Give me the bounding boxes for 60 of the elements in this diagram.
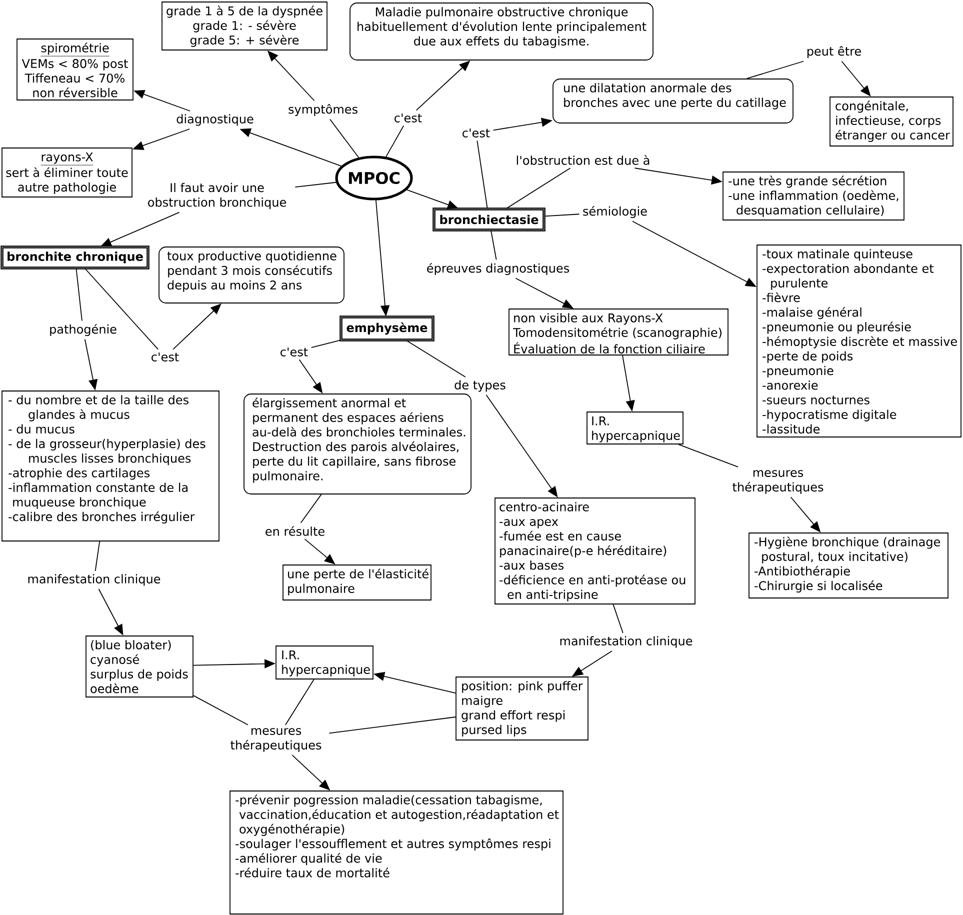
concept-box: bronchite chronique xyxy=(0,246,150,270)
connector-line xyxy=(84,268,159,350)
connector-line xyxy=(330,118,360,158)
connector-line xyxy=(490,230,497,260)
linking-phrase: c'est xyxy=(462,128,490,138)
linking-phrase: c'est xyxy=(152,352,179,362)
linking-phrase: manifestation clinique xyxy=(560,636,692,648)
concept-box: I.R. hypercapnique xyxy=(586,412,684,444)
concept-box: non visible aux Rayons-X Tomodensitométrie (scanographie) Évaluation de la fonction ciliaire xyxy=(508,308,728,356)
concept-box: -une très grande sécrétion -une inflammation (oedème, desquamation cellulaire) xyxy=(722,172,904,220)
concept-box: position: pink puffer maigre grand effort respi pursed lips xyxy=(456,676,588,740)
concept-box: -Hygiène bronchique (drainage postural, toux incitative) -Antibiothérapie -Chirurgie si localisée xyxy=(748,532,948,598)
concept-box: rayons-X sert à éliminer toute autre pathologie xyxy=(2,148,132,198)
concept-box: - du nombre et de la taille des glandes à mucus - du mucus - de la grosseur(hyperplasie) des muscles lisses bronchiques -atrophie des cartilages -inflammation constante de la muqueuse bronchique -calibre des bronches irrégulier xyxy=(2,390,220,542)
concept-box: -prévenir pogression maladie(cessation tabagisme, vaccination,éducation et autogestion,réadaptation et oxygénothérapie) -soulager l'essoufflement et autres symptômes respi -améliorer qualité de vie -réduire taux de mortalité xyxy=(230,790,564,914)
concept-box: congénitale, infectieuse, corps étranger ou cancer xyxy=(830,96,954,146)
concept-box: bronchiectasie xyxy=(432,208,546,232)
linking-phrase: manifestation clinique xyxy=(28,574,160,586)
connector-line xyxy=(294,182,336,188)
linking-phrase: mesures thérapeutiques xyxy=(732,470,824,494)
concept-box: une perte de l'élasticité pulmonaire xyxy=(282,564,432,600)
connector-line xyxy=(746,60,804,79)
concept-box: I.R. hypercapnique xyxy=(276,646,374,680)
linking-phrase: sémiologie xyxy=(583,206,647,218)
connector-line xyxy=(612,604,624,634)
connector-line xyxy=(406,340,466,378)
concept-box: -toux matinale quinteuse -expectoration abondante et purulente -fièvre -malaise général -pneumonie ou pleurésie -hémoptysie discrète et massive -perte de poids -pneumonie -anorexie -sueurs nocturnes -hypocratisme digitale -lassitude xyxy=(756,244,962,438)
rounded-concept-box: Maladie pulmonaire obstructive chronique habituellement d'évolution lente principalement due aux effets du tabagisme. xyxy=(350,2,654,60)
linking-phrase: de types xyxy=(454,380,506,392)
rounded-concept-box: toux productive quotidienne pendant 3 mois consécutifs depuis au moins 2 ans xyxy=(158,246,344,304)
linking-phrase: épreuves diagnostiques xyxy=(427,262,570,276)
connector-line xyxy=(94,541,100,572)
connector-line xyxy=(310,340,341,348)
connector-line xyxy=(506,168,571,209)
concept-box: emphysème xyxy=(340,316,434,342)
linking-phrase: pathogénie xyxy=(50,324,116,336)
connector-line xyxy=(285,679,314,726)
linking-phrase: en résulte xyxy=(266,526,324,536)
connector-line xyxy=(678,444,738,468)
linking-phrase: c'est xyxy=(394,114,422,122)
concept-box: (blue bloater) cyanosé surplus de poids oedème xyxy=(86,636,194,698)
rounded-concept-box: élargissement anormal et permanent des espaces aériens au-delà des bronchioles terminales. Destruction des parois alvéolaires, perte du lit capillaire, sans fibrose pulmonaire. xyxy=(244,394,472,494)
linking-phrase: Il faut avoir une obstruction bronchique xyxy=(148,182,286,210)
concept-box: spirométrie VEMs < 80% post Tiffeneau < 70% non réversible xyxy=(16,38,134,100)
linking-phrase: diagnostique xyxy=(176,114,254,126)
connector-line xyxy=(476,140,488,209)
connector-line xyxy=(328,716,456,734)
linking-phrase: c'est xyxy=(280,348,308,356)
connector-line xyxy=(193,695,248,726)
rounded-concept-box: une dilatation anormale des bronches avec une perte du catillage xyxy=(552,78,794,124)
linking-phrase: l'obstruction est due à xyxy=(516,155,650,165)
connector-line xyxy=(76,268,82,322)
connector-line xyxy=(386,125,404,158)
linking-phrase: peut être xyxy=(807,46,861,58)
linking-phrase: mesures thérapeutiques xyxy=(230,728,322,752)
connector-line xyxy=(544,214,580,217)
concept-box: grade 1 à 5 de la dyspnée grade 1: - sévère grade 5: + sévère xyxy=(162,2,328,50)
connector-line xyxy=(300,494,322,524)
concept-box: centro-acinaire -aux apex -fumée est en cause panacinaire(p-e héréditaire) -aux bases -déficience en anti-protéase ou en anti-tripsine xyxy=(494,498,696,604)
linking-phrase: symptômes xyxy=(288,104,358,116)
